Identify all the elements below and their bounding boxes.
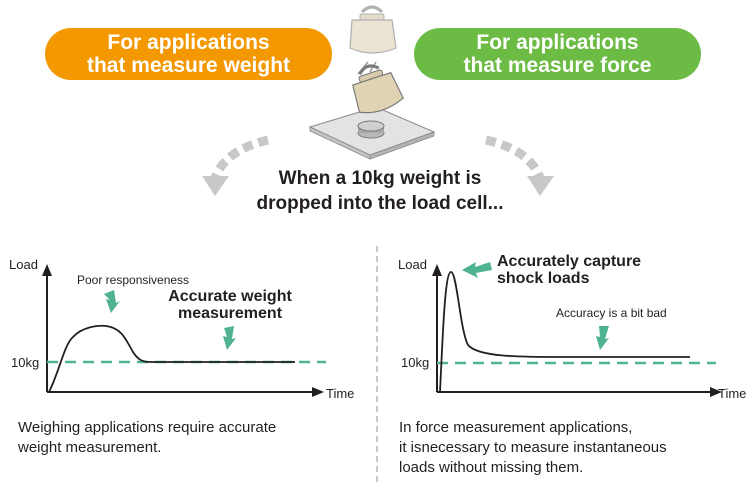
poor-responsiveness-note: Poor responsiveness — [77, 273, 190, 287]
right-y-arrowhead — [432, 264, 442, 276]
weight-pill-line2: that measure weight — [86, 54, 291, 77]
force-application-pill: For applications that measure force — [414, 28, 701, 80]
drop-description-line2: dropped into the load cell... — [256, 193, 504, 214]
section-divider — [376, 246, 378, 482]
accurate-weight-callout: Accurate weight measurement — [160, 288, 300, 322]
drop-description: When a 10kg weight is dropped into the l… — [200, 166, 560, 216]
callout-arrow-icon — [104, 290, 120, 313]
shock-load-line2: shock loads — [497, 270, 590, 287]
right-x-axis-label: Time — [718, 386, 747, 401]
force-caption-line2: it isnecessary to measure instantaneous — [399, 439, 667, 456]
callout-arrow-icon — [223, 326, 236, 350]
load-cell-icon — [308, 106, 436, 160]
drop-description-line1: When a 10kg weight is — [278, 168, 482, 189]
weight-application-pill: For applications that measure weight — [45, 28, 332, 80]
weighing-caption-line2: weight measurement. — [18, 439, 162, 456]
left-y-axis-label: Load — [9, 257, 38, 272]
right-load-curve — [439, 271, 690, 393]
accurate-weight-line2: measurement — [177, 305, 283, 322]
left-x-arrowhead — [312, 387, 324, 397]
force-pill-line1: For applications — [476, 31, 639, 54]
right-y-axis-label: Load — [398, 257, 427, 272]
left-reference-label: 10kg — [11, 355, 40, 370]
callout-arrow-icon — [462, 262, 492, 278]
right-reference-label: 10kg — [401, 355, 430, 370]
force-caption: In force measurement applications, it is… — [399, 418, 667, 478]
shock-load-line1: Accurately capture — [497, 253, 642, 270]
weighing-caption-line1: Weighing applications require accurate — [18, 419, 277, 436]
right-x-arrowhead — [710, 387, 722, 397]
left-x-axis-label: Time — [326, 386, 355, 401]
falling-weight-icon — [349, 5, 404, 114]
left-chart — [42, 264, 326, 397]
force-caption-line1: In force measurement applications, — [399, 419, 633, 436]
left-load-curve — [48, 324, 295, 393]
callout-arrow-icon — [596, 326, 609, 350]
curved-arrow-left-icon — [202, 135, 270, 196]
weight-pill-line1: For applications — [107, 31, 270, 54]
accuracy-note: Accuracy is a bit bad — [556, 306, 667, 320]
force-pill-line2: that measure force — [463, 54, 652, 77]
weighing-caption: Weighing applications require accurate w… — [18, 418, 276, 458]
curved-arrow-right-icon — [484, 135, 554, 196]
right-chart — [432, 262, 722, 397]
force-caption-line3: loads without missing them. — [399, 459, 584, 476]
left-y-arrowhead — [42, 264, 52, 276]
accurate-weight-line1: Accurate weight — [168, 288, 292, 305]
shock-load-callout: Accurately capture shock loads — [497, 253, 641, 287]
